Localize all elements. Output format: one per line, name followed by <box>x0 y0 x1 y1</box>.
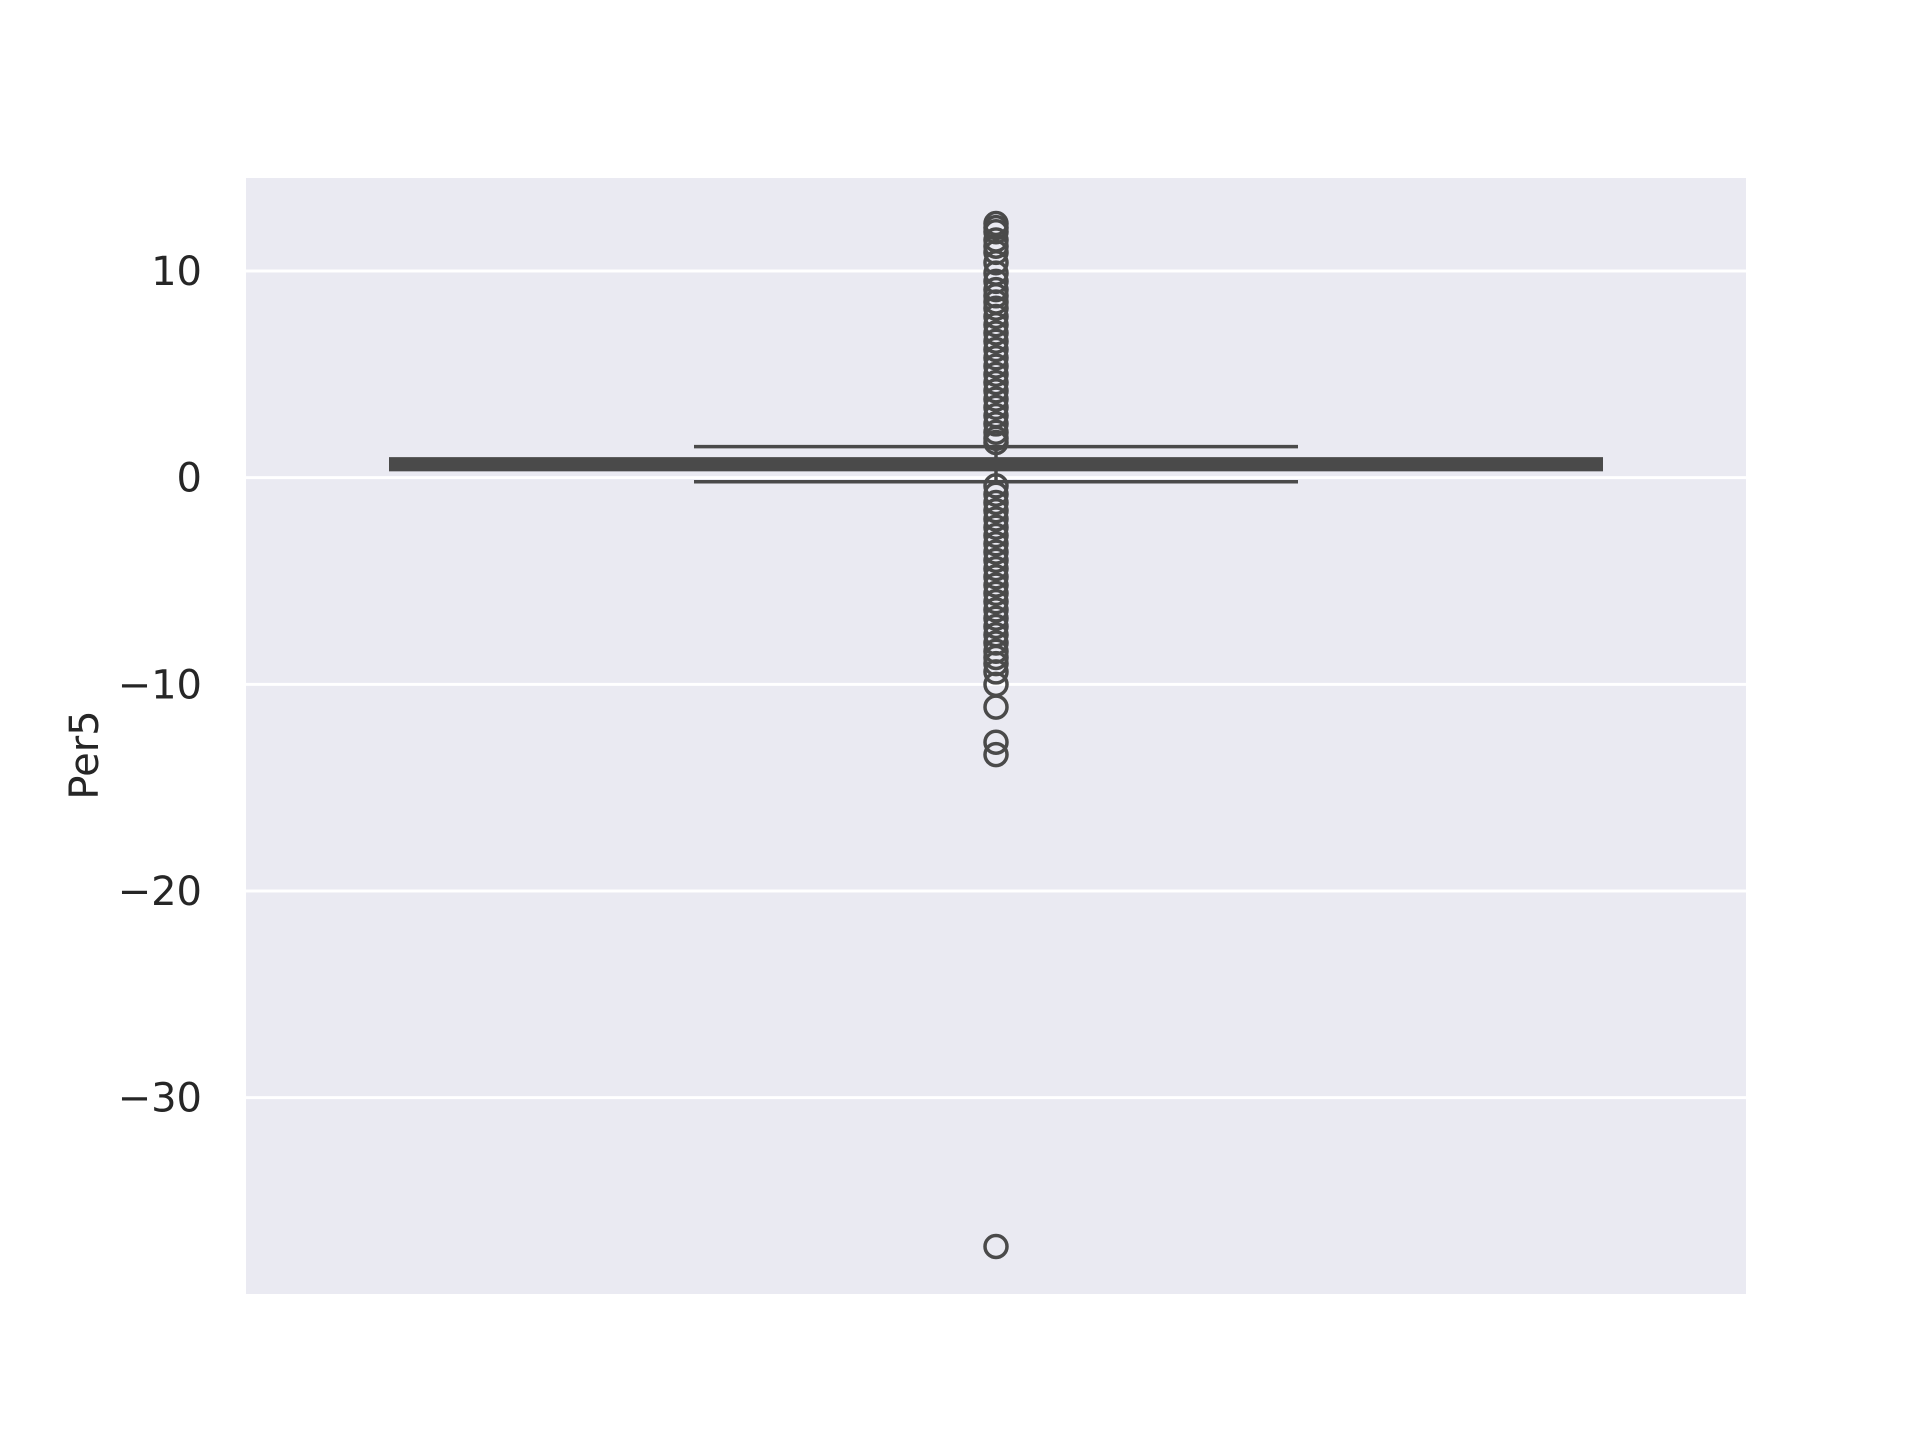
outlier-point <box>983 295 1009 321</box>
outlier-point <box>983 539 1009 565</box>
outlier-point <box>983 1233 1009 1260</box>
outlier-point <box>983 572 1009 598</box>
outlier-point <box>983 659 1009 685</box>
outlier-point <box>983 361 1009 388</box>
outlier-point <box>983 303 1009 330</box>
y-axis-label: Per5 <box>62 710 108 799</box>
outlier-point <box>983 378 1009 404</box>
outlier-point <box>983 249 1009 276</box>
y-tick-label: 0 <box>177 456 202 502</box>
y-tick-label: 10 <box>151 249 202 295</box>
outlier-point <box>983 345 1009 371</box>
outlier-point <box>983 481 1009 507</box>
outlier-point <box>983 394 1009 421</box>
outlier-point <box>983 741 1009 768</box>
outlier-point <box>983 336 1009 363</box>
y-tick-label: −10 <box>118 662 202 708</box>
outlier-point <box>983 320 1009 346</box>
outlier-point <box>983 522 1009 549</box>
outlier-point <box>983 694 1009 720</box>
outlier-point <box>983 506 1009 532</box>
outlier-point <box>983 386 1009 412</box>
outlier-point <box>983 729 1009 755</box>
outlier-point <box>983 353 1009 379</box>
outlier-point <box>983 597 1009 623</box>
outlier-point <box>983 429 1009 456</box>
outlier-point <box>983 497 1009 524</box>
outlier-point <box>983 605 1009 631</box>
y-tick-label: −30 <box>118 1076 202 1122</box>
outlier-point <box>983 311 1009 338</box>
outlier-point <box>983 547 1009 574</box>
outlier-point <box>983 369 1009 396</box>
outlier-point <box>983 411 1009 437</box>
outlier-point <box>983 514 1009 541</box>
outlier-point <box>983 564 1009 590</box>
outlier-point <box>983 489 1009 516</box>
outlier-point <box>983 613 1009 640</box>
outlier-point <box>983 555 1009 582</box>
outlier-point <box>983 588 1009 615</box>
outlier-point <box>983 580 1009 607</box>
outlier-point <box>983 473 1009 499</box>
outlier-point <box>983 328 1009 355</box>
y-tick-label: −20 <box>118 869 202 915</box>
outlier-point <box>983 531 1009 557</box>
